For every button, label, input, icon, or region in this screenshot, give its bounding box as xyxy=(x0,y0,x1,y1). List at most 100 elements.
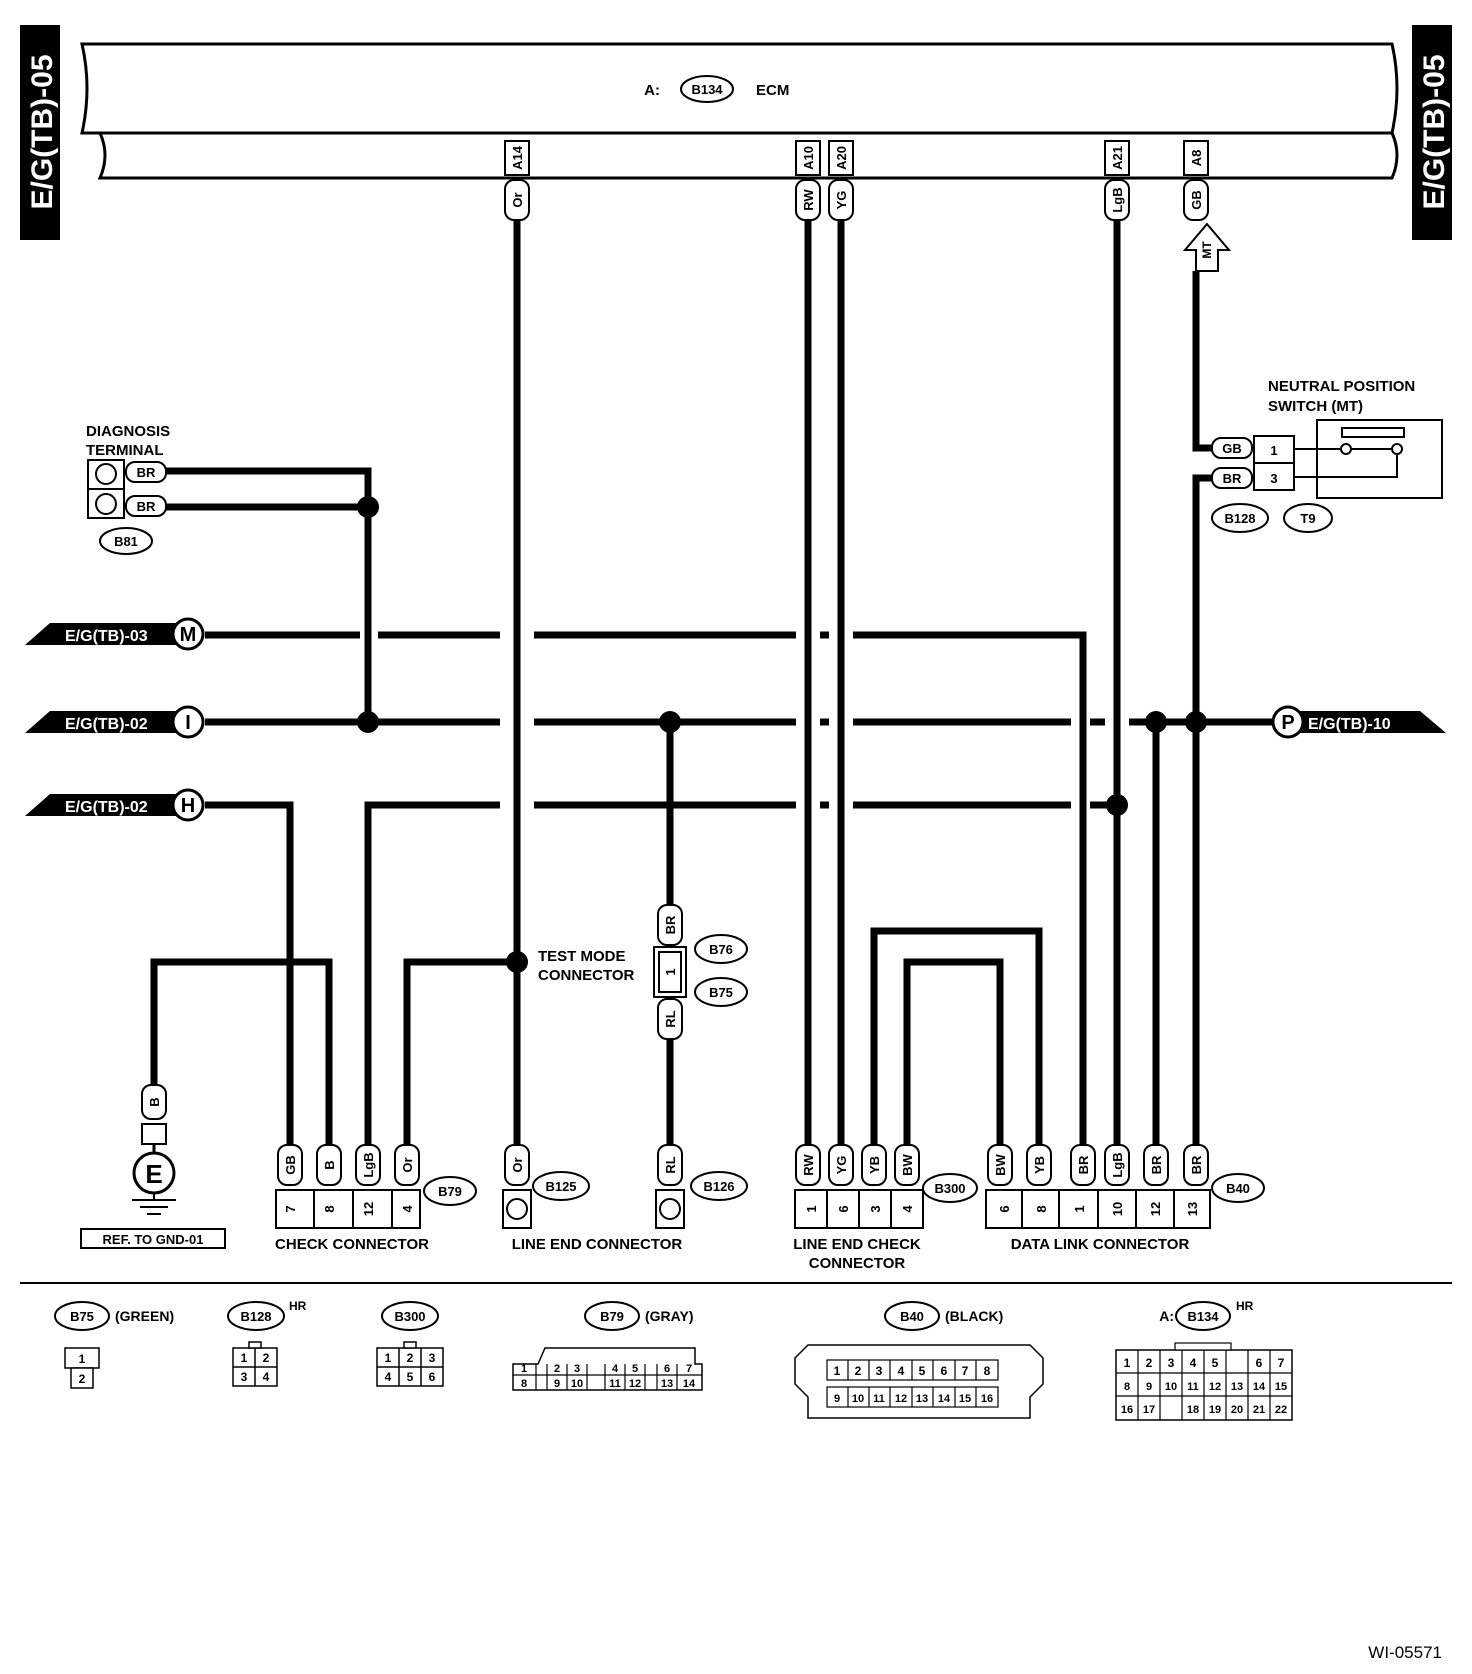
svg-text:B128: B128 xyxy=(240,1309,271,1324)
legend-b40: B40 (BLACK) 1 2 3 4 5 6 7 8 9 10 11 12 1… xyxy=(794,1301,1044,1419)
sheet-id-left: E/G(TB)-05 xyxy=(26,54,59,209)
svg-text:6: 6 xyxy=(836,1205,851,1212)
wires xyxy=(150,220,1274,1145)
svg-text:7: 7 xyxy=(962,1364,969,1378)
line-end-check-connector: RW YG YB BW 1 6 3 4 B300 LINE END CHECK … xyxy=(793,1144,978,1272)
svg-text:GB: GB xyxy=(283,1155,298,1175)
svg-text:6: 6 xyxy=(429,1370,436,1384)
svg-text:B126: B126 xyxy=(703,1179,734,1194)
svg-text:B76: B76 xyxy=(709,942,733,957)
svg-text:11: 11 xyxy=(873,1393,885,1405)
svg-text:4: 4 xyxy=(263,1370,270,1384)
svg-text:TEST MODE: TEST MODE xyxy=(538,948,626,965)
svg-text:12: 12 xyxy=(1148,1202,1163,1216)
legend-b128: B128 HR 1 2 3 4 xyxy=(227,1299,307,1387)
svg-text:3: 3 xyxy=(876,1364,883,1378)
test-mode-connector: TEST MODE CONNECTOR BR 1 RL B76 B75 xyxy=(538,904,748,1040)
svg-text:1: 1 xyxy=(663,968,678,975)
svg-text:5: 5 xyxy=(407,1370,414,1384)
svg-text:E: E xyxy=(145,1159,162,1189)
svg-text:1: 1 xyxy=(804,1205,819,1212)
svg-text:6: 6 xyxy=(997,1205,1012,1212)
svg-text:A10: A10 xyxy=(801,146,816,170)
svg-text:21: 21 xyxy=(1253,1404,1265,1416)
svg-text:8: 8 xyxy=(1034,1205,1049,1212)
svg-text:6: 6 xyxy=(941,1364,948,1378)
svg-text:CONNECTOR: CONNECTOR xyxy=(538,967,635,984)
svg-text:LgB: LgB xyxy=(1110,1152,1125,1177)
sheet-tab-left: E/G(TB)-05 xyxy=(20,25,60,240)
svg-text:2: 2 xyxy=(554,1363,560,1375)
svg-text:4: 4 xyxy=(400,1205,415,1213)
svg-text:13: 13 xyxy=(1185,1202,1200,1216)
svg-text:2: 2 xyxy=(1146,1356,1153,1370)
svg-text:A21: A21 xyxy=(1110,146,1125,170)
svg-text:8: 8 xyxy=(984,1364,991,1378)
svg-text:Or: Or xyxy=(400,1157,415,1172)
sheet-tab-right: E/G(TB)-05 xyxy=(1412,25,1452,240)
legend-b75: B75 (GREEN) 1 2 xyxy=(54,1301,174,1389)
svg-text:13: 13 xyxy=(1231,1381,1243,1393)
ecm-unit: A: B134 ECM xyxy=(80,42,1399,180)
svg-text:5: 5 xyxy=(1212,1356,1219,1370)
svg-text:14: 14 xyxy=(1253,1381,1266,1393)
svg-text:BW: BW xyxy=(900,1153,915,1175)
ecm-pin-a8: A8 GB xyxy=(1183,140,1209,221)
svg-text:1: 1 xyxy=(1124,1356,1131,1370)
svg-text:B300: B300 xyxy=(934,1181,965,1196)
svg-text:6: 6 xyxy=(664,1363,670,1375)
svg-text:H: H xyxy=(181,795,195,817)
diagram-code: WI-05571 xyxy=(1368,1643,1442,1662)
svg-text:3: 3 xyxy=(241,1370,248,1384)
svg-text:CONNECTOR: CONNECTOR xyxy=(809,1255,906,1272)
svg-text:8: 8 xyxy=(521,1378,527,1390)
svg-text:A:: A: xyxy=(1159,1308,1174,1324)
sheet-id-right: E/G(TB)-05 xyxy=(1418,54,1451,209)
ecm-name: ECM xyxy=(756,82,789,99)
svg-text:Or: Or xyxy=(510,1157,525,1172)
svg-text:7: 7 xyxy=(686,1363,692,1375)
svg-text:SWITCH (MT): SWITCH (MT) xyxy=(1268,398,1363,415)
svg-text:8: 8 xyxy=(1124,1381,1130,1393)
svg-text:14: 14 xyxy=(683,1378,696,1390)
svg-text:BW: BW xyxy=(993,1153,1008,1175)
svg-text:12: 12 xyxy=(895,1393,907,1405)
ecm-pin-a10: A10 RW xyxy=(795,140,821,221)
svg-text:REF. TO GND-01: REF. TO GND-01 xyxy=(103,1232,204,1247)
svg-text:3: 3 xyxy=(429,1351,436,1365)
ground-symbol: B E REF. TO GND-01 xyxy=(80,1084,226,1249)
svg-text:(GRAY): (GRAY) xyxy=(645,1308,694,1324)
svg-text:B134: B134 xyxy=(1187,1309,1219,1324)
svg-text:GB: GB xyxy=(1189,190,1204,210)
ecm-pin-a20: A20 YG xyxy=(828,140,854,221)
svg-text:RL: RL xyxy=(663,1010,678,1027)
svg-text:4: 4 xyxy=(612,1363,619,1375)
ecm-label-prefix: A: xyxy=(644,82,660,99)
svg-text:RL: RL xyxy=(663,1156,678,1173)
svg-text:BR: BR xyxy=(1189,1155,1204,1174)
svg-text:DIAGNOSIS: DIAGNOSIS xyxy=(86,423,170,440)
svg-text:12: 12 xyxy=(361,1202,376,1216)
svg-text:CHECK CONNECTOR: CHECK CONNECTOR xyxy=(275,1236,429,1253)
svg-text:MT: MT xyxy=(1200,241,1214,259)
svg-text:9: 9 xyxy=(1146,1381,1152,1393)
svg-text:LgB: LgB xyxy=(1110,187,1125,212)
neutral-position-switch: NEUTRAL POSITION SWITCH (MT) GB BR 1 3 B… xyxy=(1211,378,1443,533)
svg-text:5: 5 xyxy=(919,1364,926,1378)
svg-text:15: 15 xyxy=(1275,1381,1287,1393)
svg-text:B300: B300 xyxy=(394,1309,425,1324)
ecm-pin-a21: A21 LgB xyxy=(1104,140,1130,221)
svg-text:1: 1 xyxy=(521,1363,527,1375)
svg-text:B79: B79 xyxy=(600,1309,624,1324)
svg-text:6: 6 xyxy=(1256,1356,1263,1370)
svg-text:B81: B81 xyxy=(114,534,138,549)
svg-text:4: 4 xyxy=(385,1370,392,1384)
offpage-i: E/G(TB)-02 I xyxy=(25,705,205,739)
svg-text:B125: B125 xyxy=(545,1179,576,1194)
svg-text:14: 14 xyxy=(938,1393,951,1405)
svg-text:DATA LINK CONNECTOR: DATA LINK CONNECTOR xyxy=(1011,1236,1190,1253)
junction-dots xyxy=(357,496,1207,973)
svg-text:LgB: LgB xyxy=(361,1152,376,1177)
svg-text:16: 16 xyxy=(1121,1404,1133,1416)
svg-text:1: 1 xyxy=(834,1364,841,1378)
